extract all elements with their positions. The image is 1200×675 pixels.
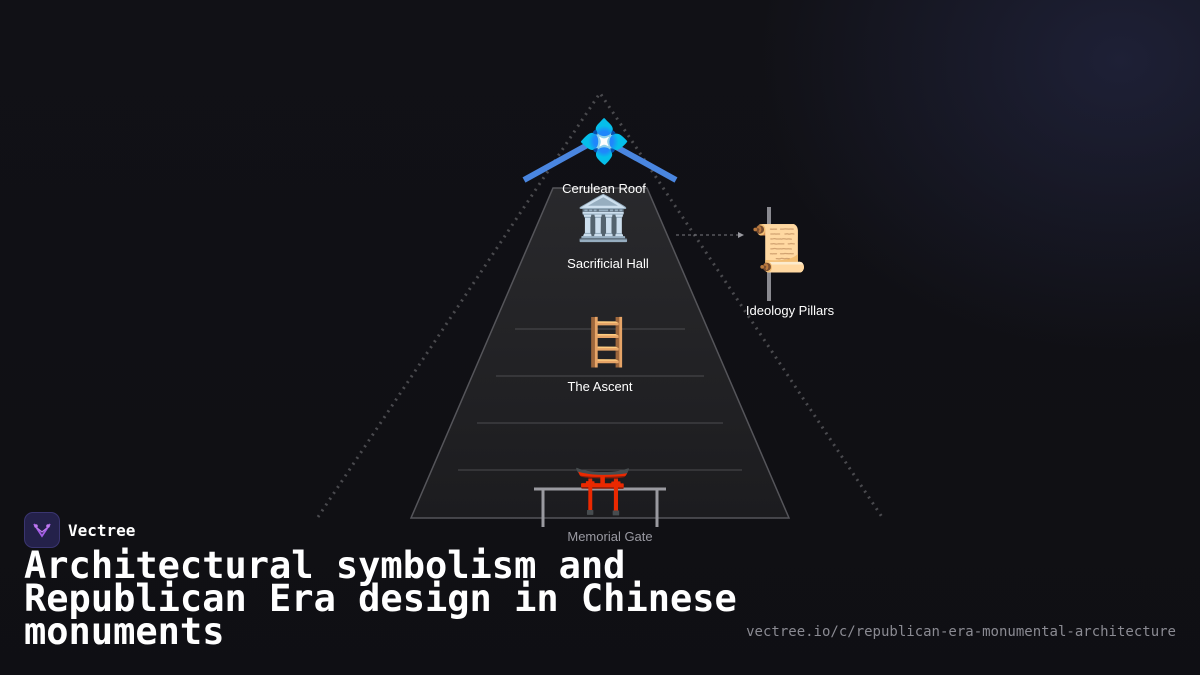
memorial-gate-label: Memorial Gate bbox=[567, 529, 653, 544]
vectree-logo-icon bbox=[24, 512, 60, 548]
sacrificial-hall-label: Sacrificial Hall bbox=[567, 256, 649, 271]
monument-trapezoid bbox=[409, 187, 791, 519]
roof-chevron bbox=[522, 134, 678, 183]
cerulean-roof-label: Cerulean Roof bbox=[562, 181, 646, 196]
source-url[interactable]: vectree.io/c/republican-era-monumental-a… bbox=[746, 624, 1176, 640]
scroll-icon: 📜 bbox=[750, 221, 808, 275]
outer-dotted-triangle bbox=[316, 90, 884, 518]
the-ascent-label: The Ascent bbox=[567, 379, 633, 394]
classical-building-icon: 🏛️ bbox=[576, 193, 631, 244]
blue-diamond-icon: 💠 bbox=[578, 117, 631, 166]
ladder-icon: 🪜 bbox=[578, 315, 636, 369]
arrow-head bbox=[738, 232, 744, 238]
ideology-pillars-label: Ideology Pillars bbox=[745, 303, 835, 318]
page-title: Architectural symbolism and Republican E… bbox=[24, 544, 737, 653]
memorial-gate-frame bbox=[534, 487, 666, 527]
step-lines bbox=[458, 328, 742, 471]
torii-gate-icon: ⛩️ bbox=[574, 464, 632, 518]
brand-name: Vectree bbox=[68, 520, 136, 540]
brand[interactable]: Vectree bbox=[24, 512, 135, 548]
